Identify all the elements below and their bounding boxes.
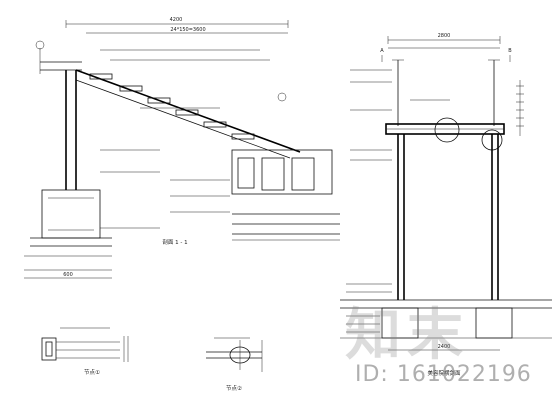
watermark-brand: 知末 — [345, 303, 469, 368]
stair-section: 4200 24*150=3600 600 — [24, 17, 340, 279]
detail-1: 节点① — [41, 327, 129, 376]
canopy-section: 2800 2400 A — [340, 33, 552, 377]
watermark-id: ID: 161022196 — [355, 362, 532, 387]
foot-dimension: 600 — [63, 272, 73, 278]
step-dimension: 24*150=3600 — [170, 27, 205, 33]
canopy-section-label: 美容院横剑面 — [427, 369, 461, 377]
overall-dimension: 4200 — [170, 17, 183, 23]
section-tag-b: B — [508, 48, 512, 54]
left-section-label: 剖面 1 - 1 — [162, 238, 187, 246]
canopy-bottom-dimension: 2400 — [438, 344, 451, 350]
canopy-top-dimension: 2800 — [438, 33, 451, 39]
section-tag-a: A — [380, 48, 384, 54]
detail-1-label: 节点① — [84, 368, 100, 376]
detail-2-label: 节点② — [226, 384, 242, 392]
detail-2: 节点② — [206, 337, 263, 392]
